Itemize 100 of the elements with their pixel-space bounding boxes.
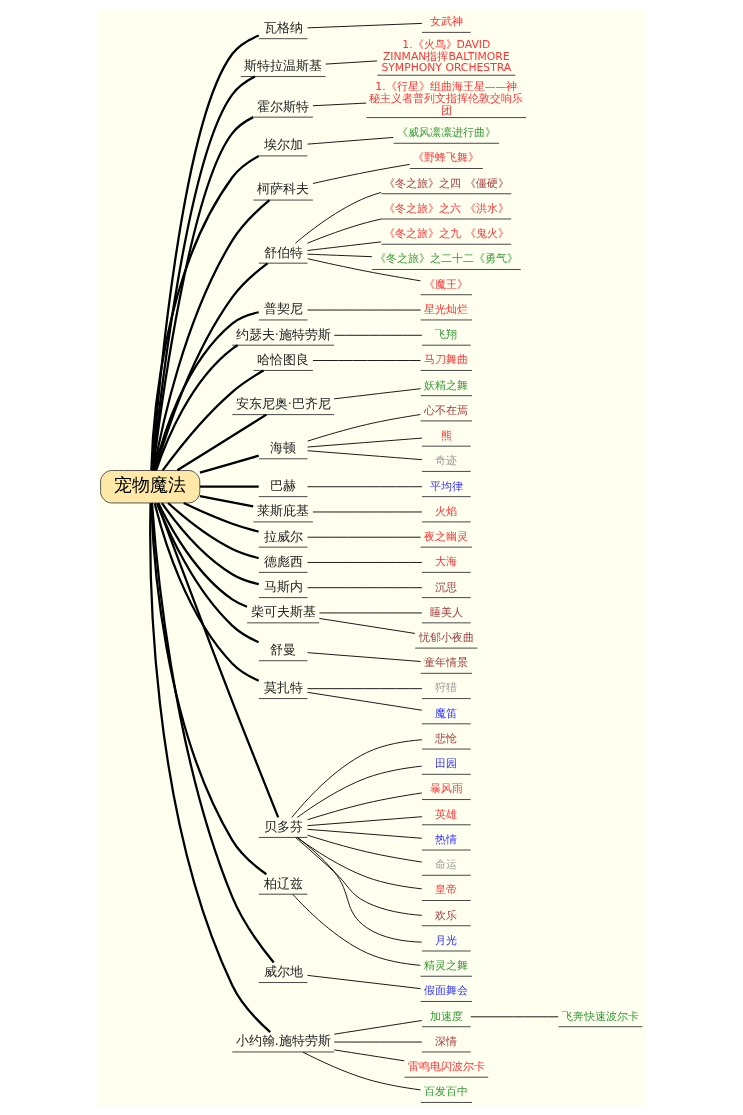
node-text: 悲怆 <box>435 731 458 745</box>
node-text: 狩猎 <box>435 681 458 695</box>
node-text: 舒曼 <box>270 642 297 658</box>
connector <box>149 503 271 1033</box>
node-text: 海顿 <box>270 440 297 456</box>
node-text: 斯特拉温斯基 <box>244 57 323 73</box>
node-text: 莱斯庇基 <box>257 503 310 519</box>
node-text: 瓦格纳 <box>263 20 303 36</box>
connector <box>307 688 423 690</box>
connector <box>297 837 423 943</box>
node-text: 百发百中 <box>424 1085 469 1099</box>
node-text: 女武神 <box>429 15 463 29</box>
node-text: 《威风凛凛进行曲》 <box>396 126 496 140</box>
node-text: 奇迹 <box>435 454 458 468</box>
connector <box>307 218 382 244</box>
connector <box>291 739 423 819</box>
connector <box>161 502 259 586</box>
node-text: 飞奔快速波尔卡 <box>561 1009 639 1023</box>
node-text: 《冬之旅》之二十二《勇气》 <box>374 252 518 266</box>
connector <box>154 262 269 471</box>
connector <box>150 503 267 876</box>
connector <box>312 163 411 184</box>
connector <box>307 816 423 827</box>
node-text: 哈恰图良 <box>257 351 310 367</box>
node-text: 贝多芬 <box>263 818 303 834</box>
node-text: 德彪西 <box>263 553 303 569</box>
node-text: 拉威尔 <box>263 528 303 544</box>
node-text: 约瑟夫·施特劳斯 <box>235 326 331 342</box>
connector <box>161 369 265 472</box>
node-text: 夜之幽灵 <box>424 530 469 544</box>
node-text: 飞翔 <box>435 328 458 342</box>
node-text: 忧郁小夜曲 <box>418 630 474 644</box>
connector <box>167 502 259 560</box>
connector <box>307 792 423 821</box>
node-text: 英雄 <box>435 807 458 821</box>
node-text: 《冬之旅》之四 《僵硬》 <box>384 176 509 190</box>
connector <box>307 828 423 839</box>
node-text: 火焰 <box>435 504 458 518</box>
node-text: 沉思 <box>435 580 458 594</box>
node-text: 大海 <box>435 555 458 569</box>
connector <box>156 502 280 818</box>
node-text: 童年情景 <box>424 656 469 670</box>
connector <box>307 241 382 251</box>
connector <box>307 137 394 145</box>
connector <box>292 893 421 966</box>
connector <box>307 414 421 442</box>
node-text: 《野蜂飞舞》 <box>413 151 480 165</box>
connector <box>199 485 259 488</box>
node-text: 平均律 <box>429 479 463 493</box>
connector <box>307 450 423 461</box>
node-text: 安东尼奥·巴齐尼 <box>235 396 331 412</box>
node-text: 雷鸣电闪波尔卡 <box>407 1060 485 1074</box>
connector <box>296 837 423 890</box>
node-text: 月光 <box>435 933 458 947</box>
node-text: 《魔王》 <box>424 277 469 291</box>
node-text: 莫扎特 <box>263 680 303 695</box>
connector <box>295 837 423 916</box>
node-text: 假面舞会 <box>424 984 469 998</box>
node-text: 小约翰.施特劳斯 <box>235 1033 331 1049</box>
connector <box>312 360 421 361</box>
connector <box>295 192 382 244</box>
connector <box>176 413 267 472</box>
connector <box>150 502 275 964</box>
node-text: 热情 <box>435 832 458 846</box>
connector <box>183 502 259 533</box>
connector <box>307 486 423 488</box>
connector <box>150 155 260 471</box>
node-text: 马斯内 <box>263 579 303 595</box>
node-text: 埃尔加 <box>263 137 303 153</box>
connector <box>307 691 423 711</box>
node-text: 柴可夫斯基 <box>250 604 316 620</box>
node-text: 暴风雨 <box>429 782 463 796</box>
node-text: 巴赫 <box>270 478 297 494</box>
connector <box>302 1051 421 1091</box>
node-text: 普契尼 <box>263 301 303 317</box>
node-text: 柏辽兹 <box>263 875 303 891</box>
connector <box>156 502 260 644</box>
node-text: 《冬之旅》之六 《洪水》 <box>384 201 509 215</box>
node-text: 妖精之舞 <box>424 378 469 392</box>
connector <box>333 388 421 400</box>
connector <box>325 60 378 65</box>
connector <box>296 765 423 818</box>
connector <box>307 834 423 863</box>
node-text: 马刀舞曲 <box>424 353 469 367</box>
node-text: 精灵之舞 <box>424 959 469 973</box>
connector <box>333 334 423 336</box>
connector <box>307 562 423 563</box>
connector <box>319 618 416 634</box>
connector <box>312 102 367 107</box>
connector <box>153 502 260 682</box>
node-text: 心不在焉 <box>424 403 469 417</box>
node-text: 舒伯特 <box>263 244 303 260</box>
node-text: 欢乐 <box>435 908 458 922</box>
connector <box>333 1020 423 1035</box>
connector <box>152 199 271 471</box>
node-text: 霍尔斯特 <box>257 98 310 114</box>
node-text: 1.《火鸟》DAVID ZINMAN指挥BALTIMORE SYMPHONY ORCHESTRA <box>381 37 512 75</box>
node-box: 宠物魔法 <box>100 470 201 504</box>
connector <box>307 587 423 589</box>
node-text: 魔笛 <box>435 706 458 720</box>
